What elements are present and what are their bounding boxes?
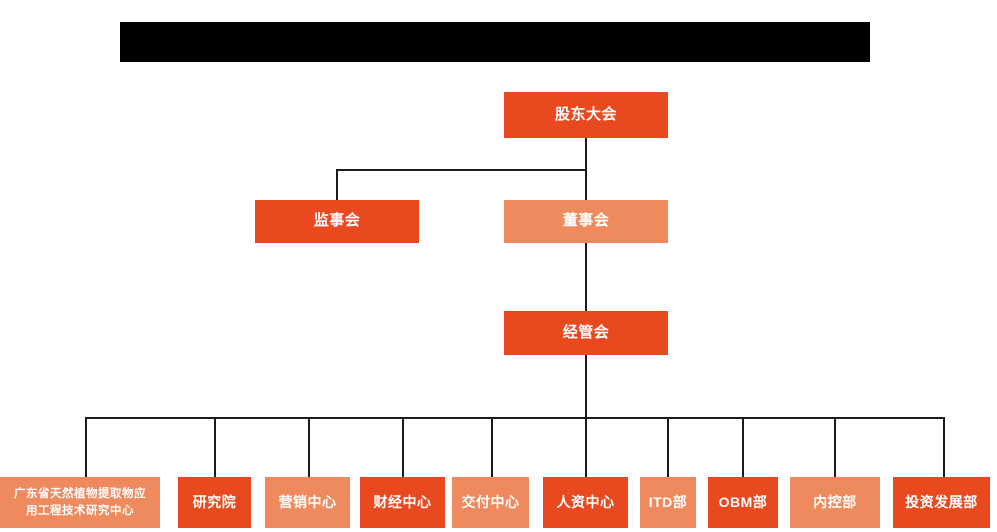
connector-drop-10 bbox=[943, 417, 945, 477]
connector-drop-7 bbox=[667, 417, 669, 477]
connector-directors-down bbox=[585, 169, 587, 200]
department-node-marketing-center[interactable]: 营销中心 bbox=[265, 477, 350, 528]
connector-drop-1 bbox=[85, 417, 87, 477]
department-node-obm[interactable]: OBM部 bbox=[708, 477, 778, 528]
node-board-of-directors[interactable]: 董事会 bbox=[504, 200, 668, 243]
department-node-label: 交付中心 bbox=[461, 493, 520, 510]
department-node-label: ITD部 bbox=[648, 493, 688, 510]
department-label-line1: 广东省天然植物提取物应 bbox=[14, 487, 146, 500]
connector-shareholders-down bbox=[585, 138, 587, 170]
node-management-committee[interactable]: 经管会 bbox=[504, 311, 668, 355]
node-management-committee-label: 经管会 bbox=[562, 323, 610, 341]
connector-directors-to-management bbox=[585, 243, 587, 311]
connector-drop-3 bbox=[308, 417, 310, 477]
connector-drop-6 bbox=[585, 417, 587, 477]
connector-department-bus bbox=[85, 417, 944, 419]
department-node-internal-control[interactable]: 内控部 bbox=[790, 477, 880, 528]
node-board-of-directors-label: 董事会 bbox=[562, 212, 610, 230]
department-node-label: 投资发展部 bbox=[905, 493, 978, 510]
department-node-delivery-center[interactable]: 交付中心 bbox=[452, 477, 529, 528]
connector-drop-4 bbox=[402, 417, 404, 477]
department-node-label: OBM部 bbox=[718, 493, 768, 510]
department-label-line2: 用工程技术研究中心 bbox=[26, 504, 134, 517]
department-node-hr-center[interactable]: 人资中心 bbox=[543, 477, 628, 528]
connector-management-down bbox=[585, 355, 587, 418]
connector-drop-8 bbox=[742, 417, 744, 477]
node-board-of-supervisors-label: 监事会 bbox=[313, 212, 361, 230]
department-node-label: 研究院 bbox=[192, 493, 237, 510]
connector-supervisors-down bbox=[336, 169, 338, 200]
department-node-finance-center[interactable]: 财经中心 bbox=[360, 477, 445, 528]
department-node-label: 人资中心 bbox=[556, 493, 615, 510]
node-shareholders-meeting-label: 股东大会 bbox=[554, 105, 617, 123]
department-node-label: 内控部 bbox=[813, 493, 857, 510]
redacted-title-bar bbox=[120, 22, 870, 62]
node-board-of-supervisors[interactable]: 监事会 bbox=[255, 200, 419, 243]
department-node-research-center[interactable]: 广东省天然植物提取物应 用工程技术研究中心 bbox=[0, 477, 160, 528]
connector-drop-5 bbox=[491, 417, 493, 477]
department-node-label: 营销中心 bbox=[278, 493, 337, 510]
department-node-label: 财经中心 bbox=[373, 493, 432, 510]
department-node-label: 广东省天然植物提取物应 用工程技术研究中心 bbox=[0, 486, 160, 519]
node-shareholders-meeting[interactable]: 股东大会 bbox=[504, 92, 668, 138]
connector-drop-9 bbox=[834, 417, 836, 477]
connector-drop-2 bbox=[214, 417, 216, 477]
department-node-institute[interactable]: 研究院 bbox=[178, 477, 251, 528]
connector-supervisors-bus bbox=[336, 169, 587, 171]
department-node-investment-development[interactable]: 投资发展部 bbox=[893, 477, 990, 528]
department-node-itd[interactable]: ITD部 bbox=[640, 477, 696, 528]
